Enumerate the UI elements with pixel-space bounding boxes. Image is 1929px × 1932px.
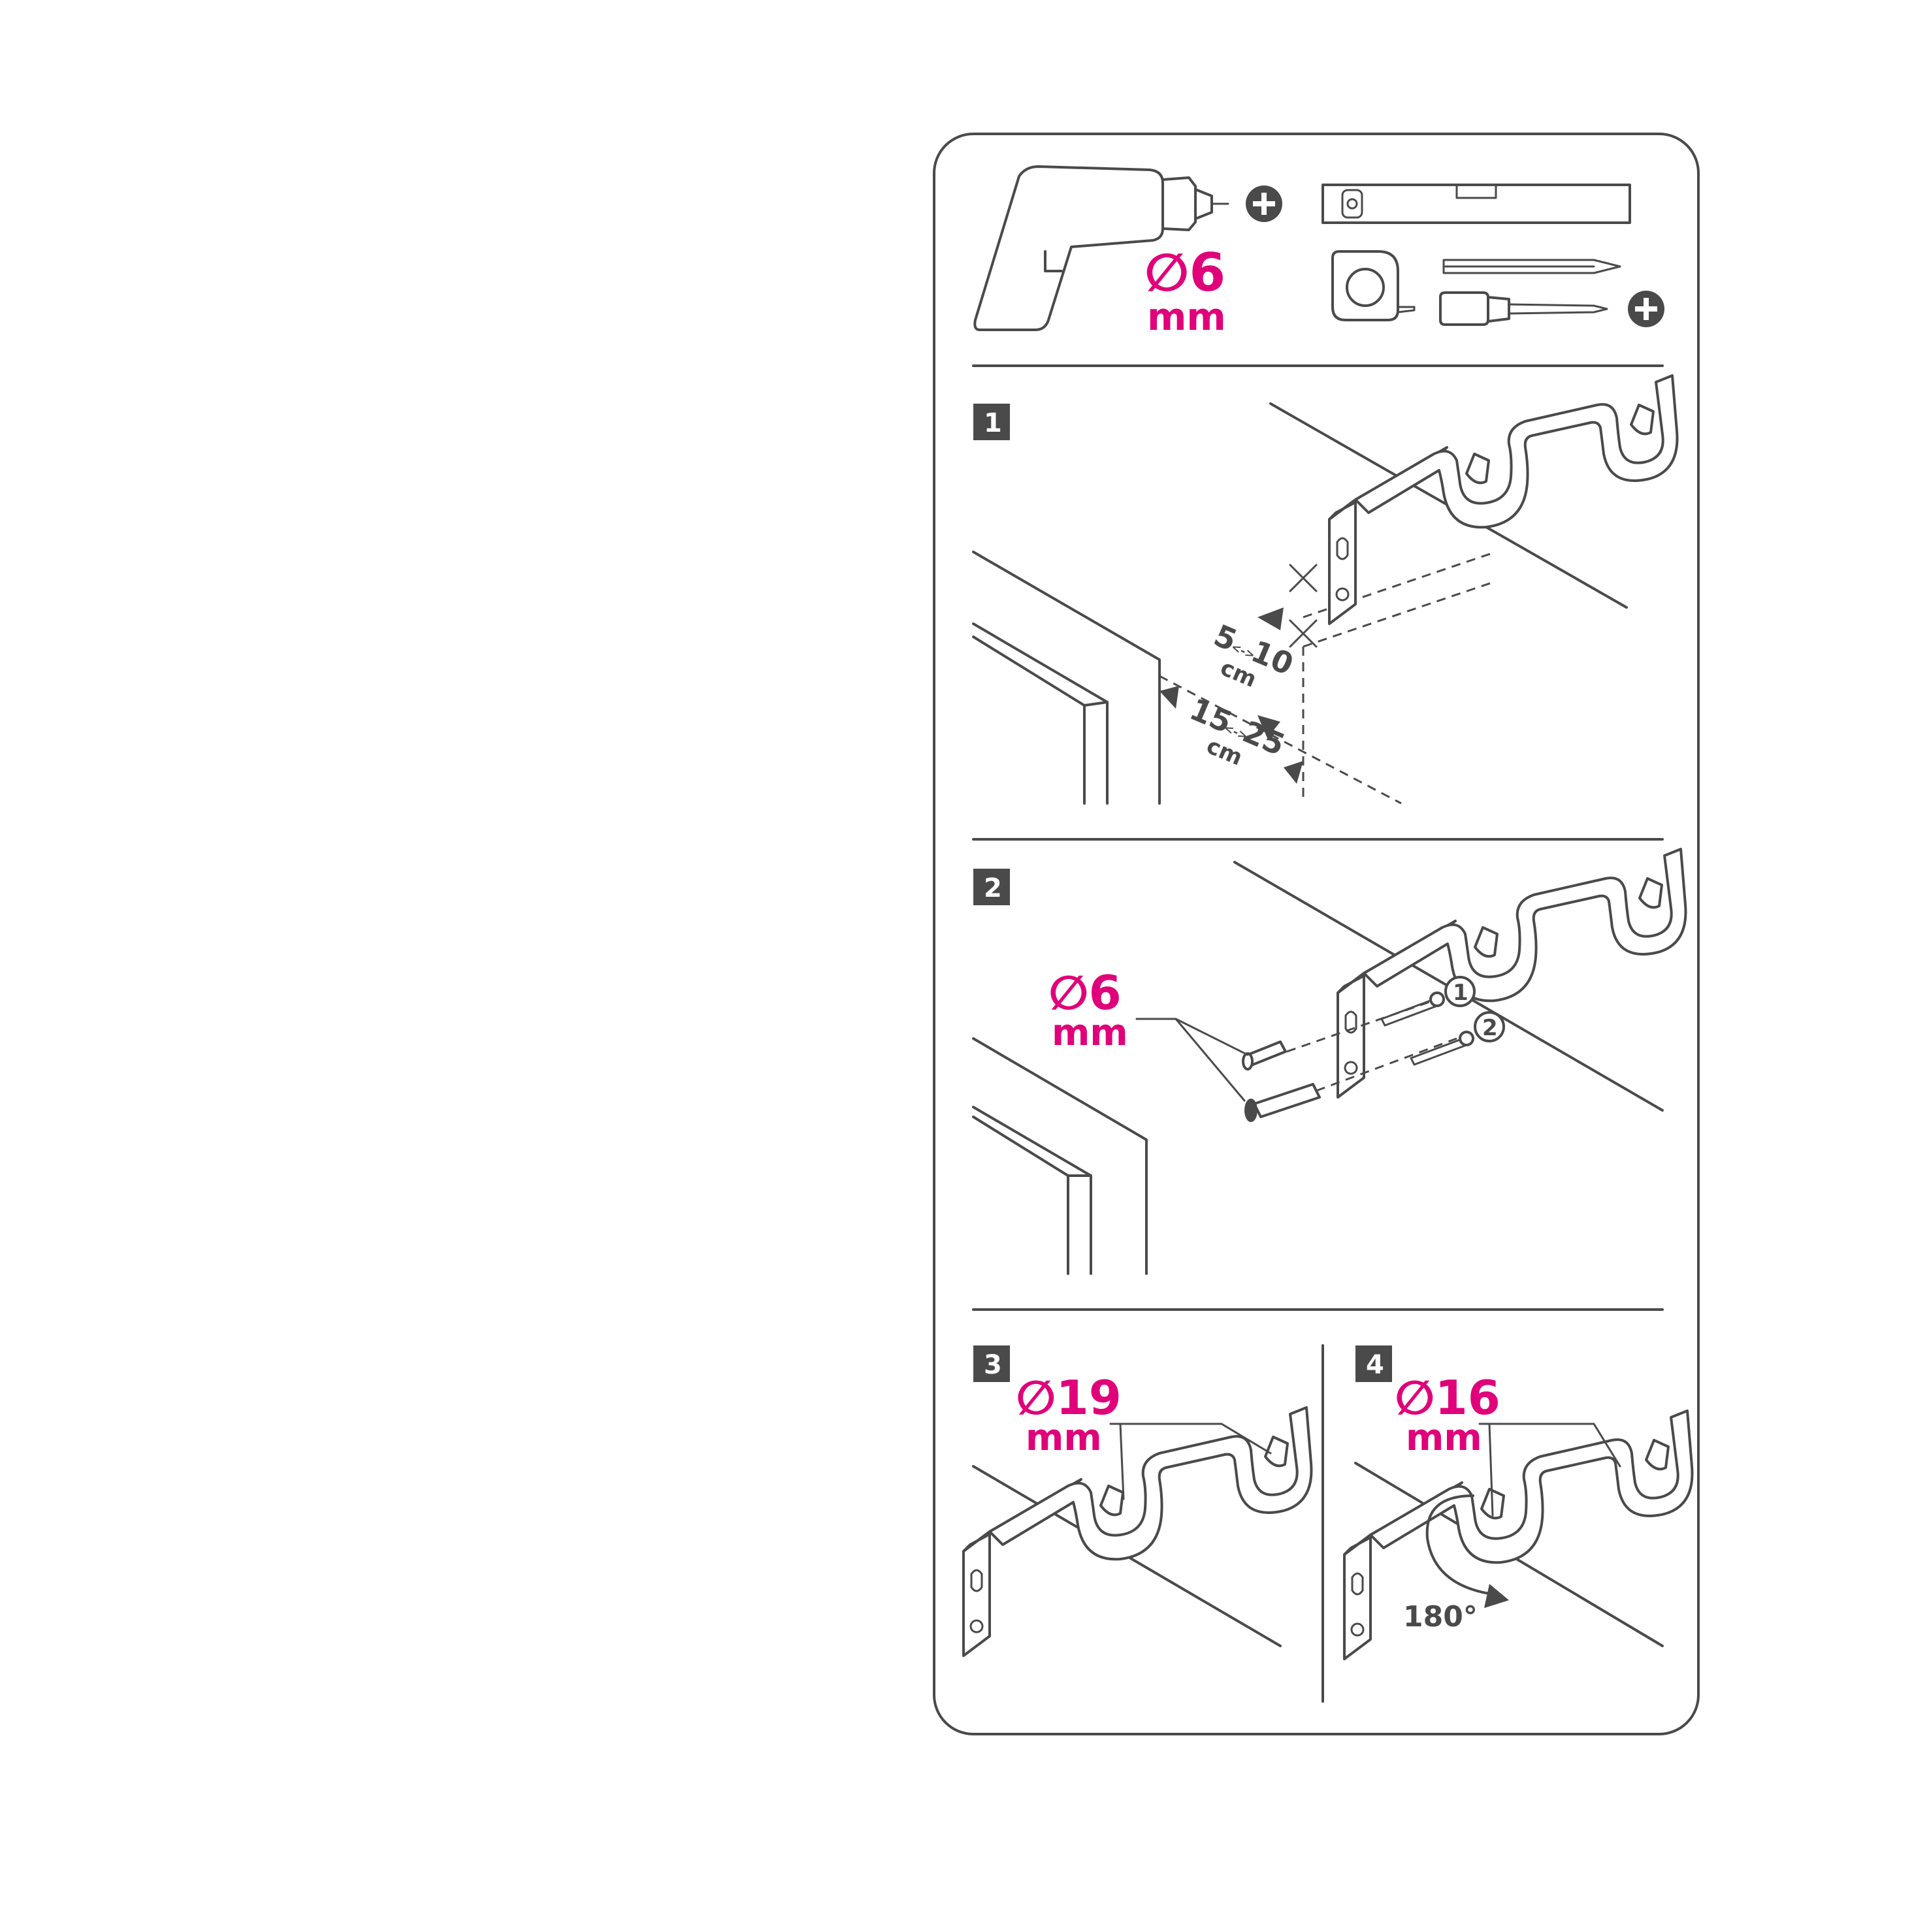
tape-measure-icon <box>1331 250 1416 321</box>
step-1-number: 1 <box>984 408 1002 438</box>
step-2-unit: mm <box>1052 1012 1128 1054</box>
step-3-badge <box>973 1345 1010 1382</box>
step-4-illustration <box>1343 1409 1694 1660</box>
drill-icon <box>973 165 1229 331</box>
rotate-arrow-icon <box>1484 1584 1509 1608</box>
spirit-level-icon <box>1321 184 1631 224</box>
step-2-badge <box>973 869 1010 905</box>
plus-icon <box>1628 291 1664 327</box>
step-1-illustration: 5 <-> 10 cm 15 <-> 25 cm <box>972 374 1679 805</box>
step-2-number: 2 <box>984 873 1002 903</box>
step-4-unit: mm <box>1406 1417 1482 1459</box>
step-2-diameter: ∅6 <box>1048 965 1122 1020</box>
step-1-badge <box>973 404 1010 440</box>
pencil-icon <box>1442 259 1621 274</box>
step-3-unit: mm <box>1026 1417 1102 1459</box>
step-3-illustration <box>962 1406 1313 1657</box>
rotation-label: 180° <box>1403 1600 1478 1634</box>
callout-2: 2 <box>1482 1015 1498 1041</box>
plus-icon <box>1246 185 1282 222</box>
step-2-illustration <box>972 848 1687 1275</box>
step-3-number: 3 <box>984 1350 1002 1380</box>
drill-diameter: ∅6 <box>1144 242 1225 303</box>
callout-1: 1 <box>1453 980 1468 1006</box>
step-3-diameter: ∅19 <box>1016 1370 1122 1425</box>
step-4-number: 4 <box>1366 1350 1384 1380</box>
panel-frame <box>933 133 1700 1735</box>
step-4-diameter: ∅16 <box>1395 1370 1500 1425</box>
screwdriver-icon <box>1439 291 1608 326</box>
step-4-badge <box>1355 1345 1392 1382</box>
drill-unit: mm <box>1147 295 1226 339</box>
